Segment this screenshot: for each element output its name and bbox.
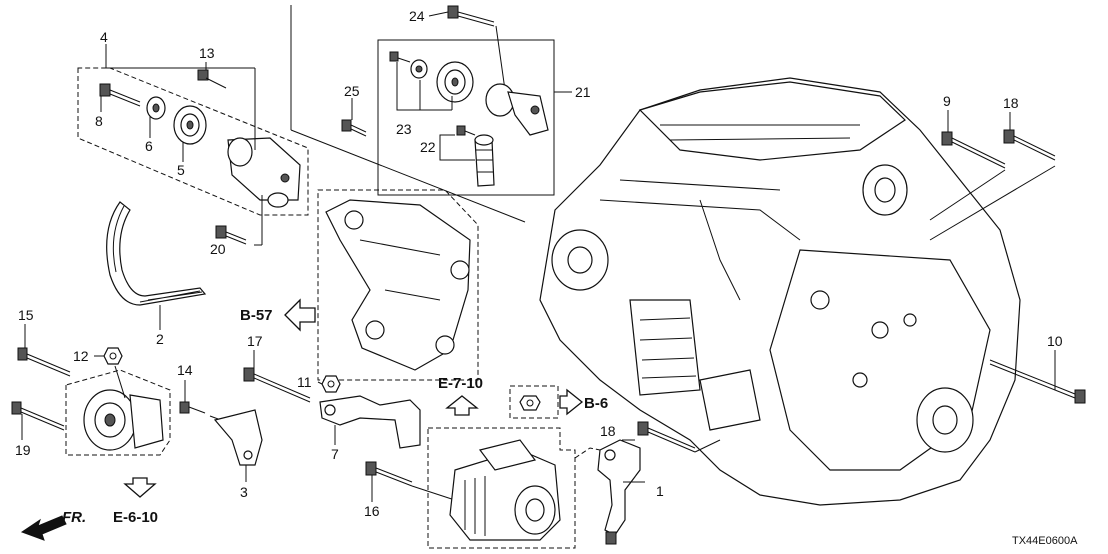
callout-20: 20 <box>210 241 226 257</box>
callout-3: 3 <box>240 484 248 500</box>
callout-23: 23 <box>396 121 412 137</box>
washer-23 <box>410 59 428 79</box>
tensioner-arm <box>485 83 549 136</box>
ref-e710: E-7-10 <box>438 375 483 392</box>
callout-numbers: 1 2 3 4 5 6 7 8 9 10 11 12 13 14 15 16 1… <box>15 8 1063 519</box>
front-label: FR. <box>62 509 86 526</box>
bolt-10 <box>989 359 1086 404</box>
callout-18-lower: 18 <box>600 423 616 439</box>
diagram-code: TX44E0600A <box>1012 535 1078 547</box>
bolt-24 <box>447 5 495 27</box>
ref-b57: B-57 <box>240 307 273 324</box>
callout-21: 21 <box>575 84 591 100</box>
washer-6 <box>146 96 166 120</box>
b6-arrow-icon <box>559 388 584 416</box>
ref-b6: B-6 <box>584 395 608 412</box>
callout-1: 1 <box>656 483 664 499</box>
bolt-9 <box>941 131 1006 169</box>
callout-7: 7 <box>331 446 339 462</box>
callout-12: 12 <box>73 348 89 364</box>
bolt-19 <box>11 401 65 431</box>
bolt-20 <box>215 225 247 245</box>
callout-5: 5 <box>177 162 185 178</box>
belt-tensioner-body <box>227 137 301 208</box>
ref-e610: E-6-10 <box>113 509 158 526</box>
callout-6: 6 <box>145 138 153 154</box>
cable-1 <box>597 439 641 545</box>
bolt-15 <box>17 347 71 377</box>
callout-25: 25 <box>344 83 360 99</box>
engine-block <box>539 77 1021 506</box>
leader-lines <box>21 11 1056 502</box>
starter-group <box>427 427 576 549</box>
bolt-22 <box>456 125 476 136</box>
bolt-16 <box>365 461 413 487</box>
callout-8: 8 <box>95 113 103 129</box>
nut-12 <box>103 347 123 365</box>
alternator-bracket-3 <box>213 409 263 466</box>
bolt-23 <box>389 51 411 63</box>
nut-11 <box>321 375 341 393</box>
callout-19: 19 <box>15 442 31 458</box>
divider-line <box>290 5 526 223</box>
callout-14: 14 <box>177 362 193 378</box>
callout-2: 2 <box>156 331 164 347</box>
callout-18-upper: 18 <box>1003 95 1019 111</box>
callout-10: 10 <box>1047 333 1063 349</box>
callout-17: 17 <box>247 333 263 349</box>
pulley-23 <box>436 61 474 103</box>
bolt-18-lower <box>637 421 696 453</box>
idler-pulley-5 <box>173 105 207 145</box>
e610-arrow-icon <box>123 477 157 498</box>
e710-arrow-icon <box>445 395 479 416</box>
engine-mount-bracket-group <box>317 189 479 381</box>
starter-motor <box>449 439 561 541</box>
callout-22: 22 <box>420 139 436 155</box>
front-arrow-icon <box>20 515 67 541</box>
bolt-17 <box>243 367 311 403</box>
bracket-7 <box>319 395 421 449</box>
bolt-14 <box>179 401 206 414</box>
bolt-25 <box>341 119 367 137</box>
callout-16: 16 <box>364 503 380 519</box>
callout-15: 15 <box>18 307 34 323</box>
damper-22 <box>474 134 495 187</box>
tensioner-parts-group <box>377 5 572 196</box>
alternator-group <box>11 347 171 456</box>
drive-belt-2 <box>106 201 207 306</box>
callout-24: 24 <box>409 8 425 24</box>
callout-13: 13 <box>199 45 215 61</box>
alternator <box>83 389 164 451</box>
callout-11: 11 <box>297 374 312 390</box>
callout-9: 9 <box>943 93 951 109</box>
bolt-13 <box>197 69 227 89</box>
b57-arrow-icon <box>284 298 316 332</box>
bolt-18-upper <box>1003 129 1056 161</box>
bolt-8 <box>99 83 141 107</box>
callout-4: 4 <box>100 29 108 45</box>
starter-nut-box <box>509 385 559 419</box>
